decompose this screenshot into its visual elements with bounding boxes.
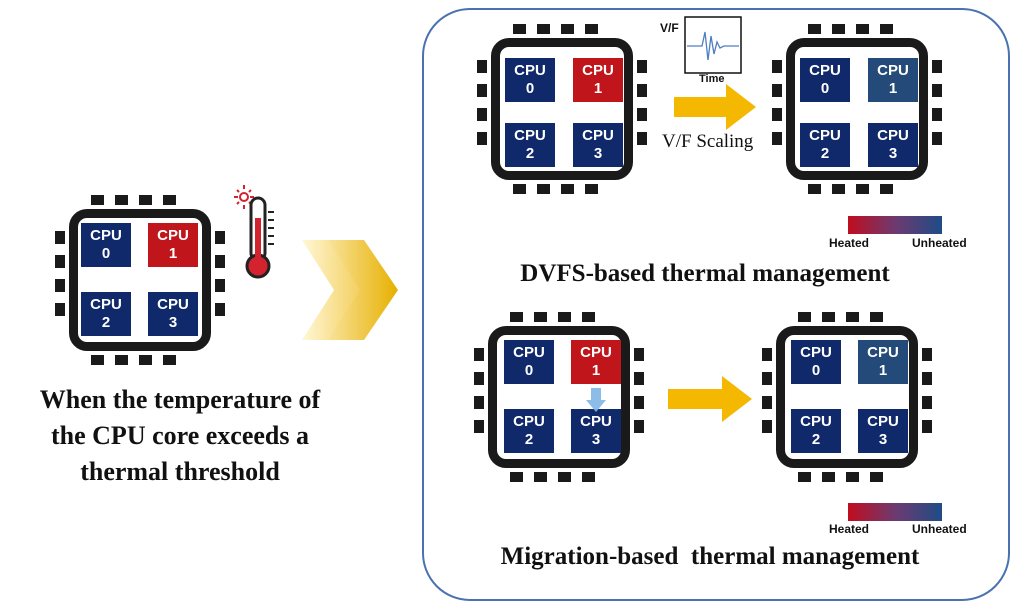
arrow-right-icon [668, 376, 752, 422]
caption-line-3: thermal threshold [80, 457, 280, 486]
vf-inset-plot [684, 16, 742, 74]
legend-heated-label: Heated [829, 236, 870, 250]
left-caption: When the temperature of the CPU core exc… [0, 382, 360, 490]
thermometer-icon [234, 185, 274, 279]
caption-line-2: the CPU core exceeds a [51, 421, 309, 450]
heat-legend-gradient [848, 216, 942, 234]
vf-scaling-label: V/F Scaling [662, 131, 754, 152]
arrow-down-icon [586, 388, 606, 412]
migration-title: Migration-based thermal management [500, 543, 920, 570]
legend-unheated-label: Unheated [912, 522, 967, 536]
legend-unheated-label: Unheated [912, 236, 967, 250]
heat-legend-gradient [848, 503, 942, 521]
arrow-right-icon [674, 84, 756, 130]
right-panel [422, 8, 1010, 601]
chevron-right-icon [302, 240, 398, 340]
vf-inset-ylabel: V/F [660, 21, 679, 35]
caption-line-1: When the temperature of [39, 385, 321, 414]
vf-inset-xlabel: Time [699, 73, 725, 85]
legend-heated-label: Heated [829, 522, 870, 536]
dvfs-title: DVFS-based thermal management [520, 260, 890, 287]
